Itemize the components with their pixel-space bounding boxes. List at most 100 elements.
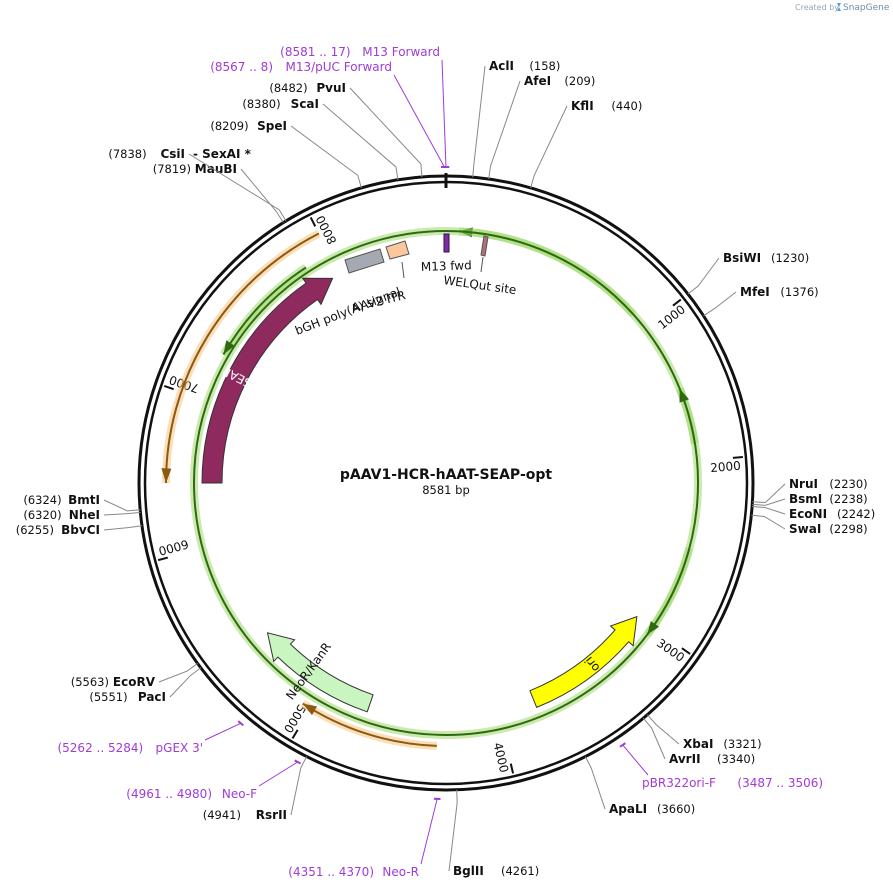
primer-name: pBR322ori-F [642, 776, 716, 790]
tick-mark [291, 729, 299, 739]
plasmid-name: pAAV1-HCR-hAAT-SEAP-opt [340, 467, 553, 483]
enzyme-name: NruI [789, 477, 818, 491]
enzyme-site-bsiwi[interactable]: BsiWI(1230) [687, 251, 809, 295]
enzyme-site-pvui[interactable]: PvuI(8482) [269, 81, 423, 177]
primer-position: (5262 .. 5284) [57, 741, 143, 755]
enzyme-name: PacI [138, 690, 166, 704]
primer-m13-puc-forward[interactable]: M13/pUC Forward(8567 .. 8) [210, 60, 448, 169]
enzyme-name: BmtI [68, 493, 100, 507]
enzyme-position: (7838) [108, 147, 146, 161]
enzyme-site-rsrii[interactable]: RsrII(4941) [203, 756, 308, 822]
enzyme-site-avrii[interactable]: AvrII(3340) [642, 717, 755, 766]
primer-pbr322ori-f[interactable]: pBR322ori-F (3487 .. 3506) [619, 742, 823, 790]
enzyme-site-paci[interactable]: PacI (5551) [89, 667, 202, 704]
primer-leader [393, 74, 445, 168]
enzyme-name: XbaI [683, 737, 713, 751]
feature-bgh-polya[interactable] [344, 248, 385, 274]
enzyme-leader [103, 511, 141, 516]
enzyme-site-acli[interactable]: AclI (158) [472, 59, 561, 178]
enzyme-site-spei[interactable]: SpeI(8209) [210, 119, 362, 189]
primer-mark [619, 742, 626, 748]
enzyme-site-csii[interactable]: CsiI(7838)- SexAI * [108, 147, 287, 222]
feature-ori[interactable] [529, 615, 638, 709]
enzyme-name: AclI [489, 59, 514, 73]
enzyme-name: MauBI [195, 162, 237, 176]
enzyme-site-ecorv[interactable]: EcoRV (5563) [71, 663, 198, 689]
enzyme-name: BbvCI [61, 523, 100, 537]
enzyme-site-bbvci[interactable]: BbvCI(6255) [16, 523, 143, 537]
primer-position: (3487 .. 3506) [737, 776, 823, 790]
enzyme-name: KflI [571, 99, 594, 113]
primer-name: M13/pUC Forward [285, 60, 392, 74]
enzyme-name: EcoRV [113, 675, 156, 689]
enzyme-leader [290, 756, 308, 816]
tick-mark [509, 763, 515, 774]
enzyme-site-nrui[interactable]: NruI (2230) [752, 477, 868, 504]
tick-label: 3000 [654, 636, 687, 665]
orange-left-big-arrowhead [161, 468, 172, 483]
orange-left-big[interactable] [165, 232, 320, 484]
enzyme-name: AvrII [669, 752, 701, 766]
primer-neo-r[interactable]: Neo-R(4351 .. 4370) [288, 797, 441, 879]
enzyme-leader [488, 80, 521, 180]
enzyme-leader [584, 756, 606, 810]
enzyme-position: (2242) [837, 507, 875, 521]
enzyme-position: (158) [529, 59, 560, 73]
enzyme-name: RsrII [256, 808, 287, 822]
enzyme-site-bmti[interactable]: BmtI (6324) [23, 493, 141, 512]
enzyme-name: AfeI [524, 74, 551, 88]
enzyme-site-apali[interactable]: ApaLI(3660) [584, 756, 695, 816]
enzyme-site-xbai[interactable]: XbaI(3321) [647, 714, 762, 751]
enzyme-site-mfei[interactable]: MfeI(1376) [703, 285, 819, 317]
primer-m13-forward[interactable]: M13 Forward(8581 .. 17) [280, 45, 450, 169]
orange-bottom[interactable] [302, 702, 437, 747]
feature-aav2-itr[interactable] [385, 240, 410, 260]
enzyme-site-bglii[interactable]: BglII(4261) [448, 789, 539, 878]
enzyme-position: (6324) [23, 493, 61, 507]
primer-name: pGEX 3' [156, 741, 203, 755]
enzyme-position: (5563) [71, 675, 109, 689]
green-right-lower-glow [644, 547, 694, 638]
enzyme-leader [752, 498, 786, 506]
enzyme-position: (2230) [829, 477, 867, 491]
primer-position: (8581 .. 17) [280, 45, 350, 59]
enzyme-site-bsmi[interactable]: BsmI(2238) [752, 492, 868, 506]
enzyme-position: (4261) [501, 864, 539, 878]
tick-label: 1000 [655, 302, 688, 332]
enzyme-site-nhei[interactable]: NheI(6320) [23, 508, 141, 522]
primer-neo-f[interactable]: Neo-F(4961 .. 4980) [126, 759, 302, 801]
enzyme-site-maubi[interactable]: MauBI(7819) [153, 162, 284, 223]
enzyme-position: (8209) [210, 119, 248, 133]
watermark-prefix: Created by [795, 3, 839, 12]
enzyme-site-afei[interactable]: AfeI(209) [488, 74, 596, 180]
enzyme-name: ScaI [291, 97, 319, 111]
restriction-sites: AclI (158)AfeI(209)KflI(440) BsiWI(1230)Mf… [16, 59, 876, 878]
tick-label: 6000 [157, 537, 190, 558]
plasmid-length: 8581 bp [422, 483, 470, 497]
primer-pgex-3[interactable]: pGEX 3' (5262 .. 5284) [57, 720, 244, 755]
enzyme-name: SwaI [789, 522, 821, 536]
enzyme-position: (3660) [657, 802, 695, 816]
feature-m13-fwd[interactable] [443, 233, 450, 253]
enzyme-leader [642, 717, 666, 760]
enzyme-position: (2298) [829, 522, 867, 536]
enzyme-site-kfli[interactable]: KflI(440) [530, 99, 643, 189]
primer-sites: M13 Forward(8581 .. 17)M13/pUC Forward(8… [57, 45, 823, 879]
enzyme-site-econi[interactable]: EcoNI (2242) [752, 506, 875, 521]
enzyme-site-scai[interactable]: ScaI(8380) [242, 97, 399, 180]
enzyme-position: (5551) [89, 690, 127, 704]
feature-welqut-site[interactable] [480, 235, 489, 257]
label-m13-fwd: M13 fwd [421, 258, 472, 274]
enzyme-name: EcoNI [789, 507, 827, 521]
aav2-itr-leader [401, 261, 405, 279]
enzyme-position: (8482) [269, 81, 307, 95]
feature-neor-kanr[interactable] [266, 632, 374, 713]
label-welqut-site: WELQut site [443, 273, 518, 297]
enzyme-leader [290, 125, 362, 189]
tick-mark [732, 456, 743, 459]
feature-seap[interactable] [201, 277, 334, 484]
feature-thin-arcs [161, 227, 702, 750]
enzyme-site-swai[interactable]: SwaI (2298) [751, 514, 868, 536]
tick-mark [157, 556, 169, 562]
